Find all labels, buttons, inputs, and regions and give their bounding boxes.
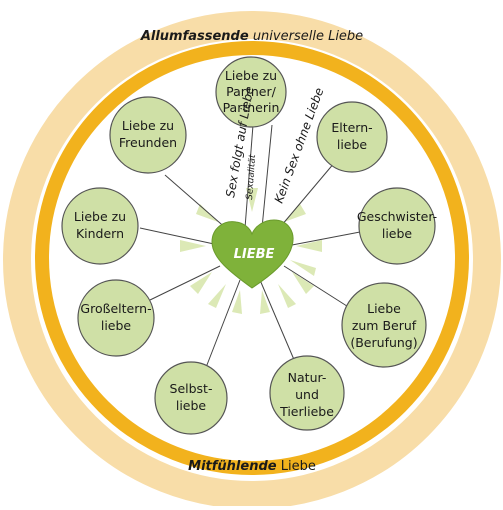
connector-geschwister: [291, 231, 361, 246]
node-kinder: Liebe zu Kindern: [61, 187, 139, 265]
svg-text:Liebe: Liebe: [367, 301, 401, 316]
outer-ring-band: [3, 11, 501, 509]
connector-kinder: [139, 227, 215, 245]
heart-icon: LIEBE: [211, 219, 294, 289]
connector-partner: [244, 124, 254, 229]
svg-text:liebe: liebe: [382, 226, 413, 241]
svg-text:Natur-: Natur-: [288, 370, 327, 385]
connector-freunde: [164, 174, 229, 231]
svg-text:Liebe zu: Liebe zu: [74, 209, 126, 224]
svg-text:Liebe zu: Liebe zu: [122, 118, 174, 133]
svg-text:Partnerin: Partnerin: [223, 100, 280, 115]
label-sexualitaet: Sexualität: [245, 154, 258, 200]
connector-selbst: [204, 279, 241, 371]
svg-text:Freunden: Freunden: [119, 135, 177, 150]
node-partner: Liebe zu Partner/ Partnerin: [215, 56, 287, 128]
node-selbst: Selbst- liebe: [154, 361, 228, 435]
node-geschwister: Geschwister- liebe: [357, 187, 437, 265]
node-grosseltern: Großeltern- liebe: [77, 279, 155, 357]
center-rays: [180, 188, 322, 314]
svg-text:Tierliebe: Tierliebe: [279, 404, 334, 419]
connector-grosseltern: [149, 265, 221, 301]
svg-text:zum Beruf: zum Beruf: [352, 318, 417, 333]
connector-lines: [139, 124, 361, 371]
svg-text:liebe: liebe: [337, 137, 368, 152]
svg-text:Kindern: Kindern: [76, 226, 124, 241]
node-freunde: Liebe zu Freunden: [109, 96, 187, 174]
node-eltern: Eltern- liebe: [316, 101, 388, 173]
svg-text:Geschwister-: Geschwister-: [357, 209, 437, 224]
svg-text:Eltern-: Eltern-: [331, 120, 372, 135]
connector-beruf: [283, 265, 351, 309]
inner-ring-band: [35, 41, 469, 475]
node-beruf: Liebe zum Beruf (Berufung): [341, 282, 427, 368]
svg-text:Liebe zu: Liebe zu: [225, 68, 277, 83]
svg-text:liebe: liebe: [176, 398, 207, 413]
connector-natur: [259, 279, 296, 363]
connector-partner-right: [261, 124, 273, 229]
inner-ring-label: Mitfühlende Liebe: [188, 459, 316, 474]
svg-text:Großeltern-: Großeltern-: [80, 301, 151, 316]
center-label: LIEBE: [234, 247, 275, 262]
svg-text:Partner/: Partner/: [226, 84, 276, 99]
node-natur: Natur- und Tierliebe: [269, 355, 345, 431]
svg-text:Selbst-: Selbst-: [170, 381, 213, 396]
svg-text:und: und: [295, 387, 319, 402]
svg-text:(Berufung): (Berufung): [350, 335, 417, 350]
connector-eltern: [275, 161, 336, 233]
svg-text:liebe: liebe: [101, 318, 132, 333]
outer-ring-label: Allumfassende universelle Liebe: [140, 29, 363, 44]
